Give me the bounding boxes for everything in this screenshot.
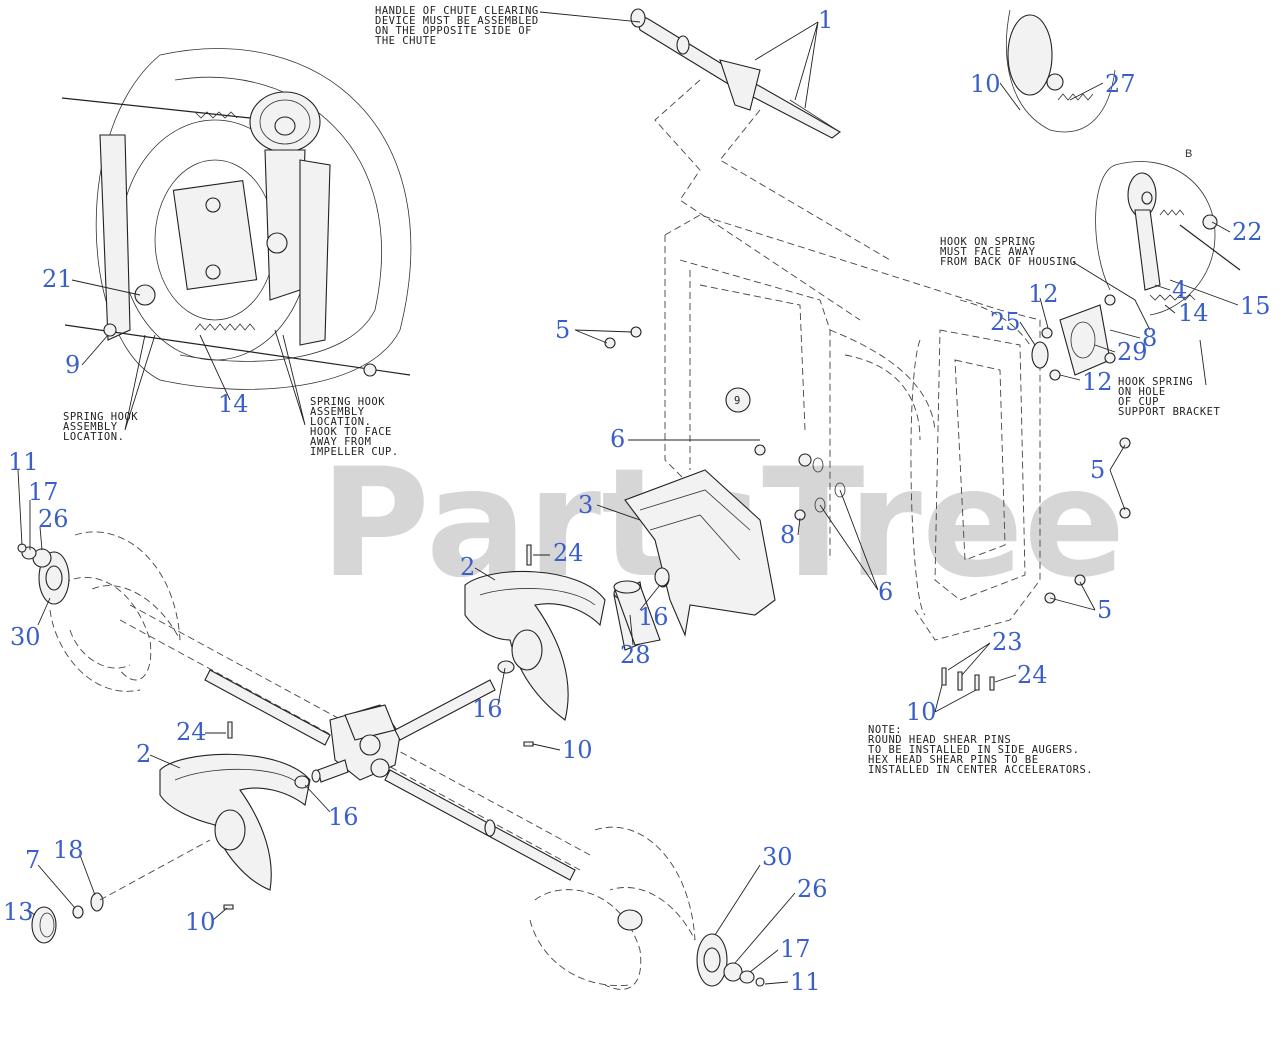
callout-2: 2 <box>136 740 151 768</box>
svg-text:NOTE:: NOTE: <box>868 724 902 736</box>
callout-12: 12 <box>1028 280 1059 308</box>
note-chute-handle: HANDLE OF CHUTE CLEARING DEVICE MUST BE … <box>375 5 539 47</box>
callout-6: 6 <box>610 425 625 453</box>
callout-28: 28 <box>620 641 651 669</box>
washer-drawing <box>654 567 670 587</box>
bearing-assembly-drawing <box>1031 294 1116 381</box>
callout-29: 29 <box>1117 338 1148 366</box>
callout-25: 25 <box>990 308 1021 336</box>
svg-text:HEX HEAD SHEAR PINS TO BE: HEX HEAD SHEAR PINS TO BE <box>868 754 1039 766</box>
callout-8: 8 <box>780 521 795 549</box>
callout-7: 7 <box>25 846 40 874</box>
svg-text:ROUND HEAD SHEAR PINS: ROUND HEAD SHEAR PINS <box>868 734 1011 746</box>
callout-30: 30 <box>10 623 41 651</box>
callout-13: 13 <box>3 898 34 926</box>
pulley-detail-drawing <box>61 48 412 390</box>
callout-30: 30 <box>762 843 793 871</box>
callout-numbers: 1 10 27 22 4 15 14 12 25 8 29 12 5 21 9 … <box>3 6 1271 996</box>
end-cap-stack <box>31 839 211 944</box>
svg-text:HANDLE OF CHUTE CLEARING: HANDLE OF CHUTE CLEARING <box>375 5 539 17</box>
svg-text:TO BE INSTALLED IN SIDE AUGERS: TO BE INSTALLED IN SIDE AUGERS. <box>868 744 1079 756</box>
callout-24: 24 <box>176 718 207 746</box>
spacer-tube <box>613 580 661 646</box>
left-flange-stack <box>17 543 70 605</box>
center-accelerator-upper <box>464 571 606 721</box>
svg-text:FROM BACK OF HOUSING: FROM BACK OF HOUSING <box>940 256 1076 268</box>
callout-10: 10 <box>970 70 1001 98</box>
callout-16: 16 <box>638 603 669 631</box>
detail-b-label: B <box>1185 148 1192 160</box>
leader-lines <box>17 11 1239 985</box>
callout-23: 23 <box>992 628 1023 656</box>
callout-16: 16 <box>472 695 503 723</box>
callout-11: 11 <box>790 968 821 996</box>
callout-6: 6 <box>878 578 893 606</box>
svg-text:HOOK TO FACE: HOOK TO FACE <box>310 426 392 438</box>
callout-22: 22 <box>1232 218 1263 246</box>
note-hook-spring-cup: HOOK SPRING ON HOLE OF CUP SUPPORT BRACK… <box>1118 376 1221 418</box>
svg-text:THE CHUTE: THE CHUTE <box>375 35 436 47</box>
callout-24: 24 <box>553 539 584 567</box>
svg-text:9: 9 <box>734 395 741 407</box>
callout-3: 3 <box>578 491 593 519</box>
callout-10: 10 <box>185 908 216 936</box>
chute-outline <box>654 79 861 321</box>
svg-text:ASSEMBLY: ASSEMBLY <box>63 421 118 433</box>
callout-14: 14 <box>1178 299 1209 327</box>
svg-text:LOCATION.: LOCATION. <box>310 416 371 428</box>
callout-2: 2 <box>460 553 475 581</box>
svg-text:ASSEMBLY: ASSEMBLY <box>310 406 365 418</box>
svg-text:ON THE OPPOSITE SIDE OF: ON THE OPPOSITE SIDE OF <box>375 25 532 37</box>
center-accelerator-lower <box>159 753 311 891</box>
callout-8: 8 <box>1142 324 1157 352</box>
callout-24: 24 <box>1017 661 1048 689</box>
shear-pins-drawing <box>223 544 995 910</box>
callout-15: 15 <box>1240 292 1271 320</box>
svg-text:SUPPORT BRACKET: SUPPORT BRACKET <box>1118 406 1221 418</box>
callout-11: 11 <box>8 448 39 476</box>
svg-text:LOCATION.: LOCATION. <box>63 431 124 443</box>
svg-text:SPRING HOOK: SPRING HOOK <box>310 396 385 408</box>
callout-1: 1 <box>818 6 833 34</box>
note-hook-on-spring: HOOK ON SPRING MUST FACE AWAY FROM BACK … <box>940 236 1076 268</box>
callout-5: 5 <box>1097 596 1112 624</box>
callout-10: 10 <box>906 698 937 726</box>
detail-b-drawing: B <box>1005 9 1241 316</box>
svg-text:IMPELLER CUP.: IMPELLER CUP. <box>310 446 399 458</box>
note-shear-pins: NOTE: ROUND HEAD SHEAR PINS TO BE INSTAL… <box>868 724 1093 776</box>
callout-21: 21 <box>42 265 73 293</box>
svg-text:DEVICE MUST BE ASSEMBLED: DEVICE MUST BE ASSEMBLED <box>375 15 539 27</box>
svg-text:INSTALLED IN CENTER ACCELERATO: INSTALLED IN CENTER ACCELERATORS. <box>868 764 1093 776</box>
callout-18: 18 <box>53 836 84 864</box>
svg-text:HOOK ON SPRING: HOOK ON SPRING <box>940 236 1036 248</box>
auger-shaft-drawing <box>119 604 591 881</box>
callout-17: 17 <box>780 935 811 963</box>
svg-text:MUST FACE AWAY: MUST FACE AWAY <box>940 246 1036 258</box>
chute-clearing-tool-drawing <box>630 8 842 139</box>
svg-text:SPRING HOOK: SPRING HOOK <box>63 411 138 423</box>
auger-housing-drawing: 9 <box>664 214 1041 641</box>
callout-5: 5 <box>1090 456 1105 484</box>
callout-5: 5 <box>555 316 570 344</box>
callout-26: 26 <box>797 875 828 903</box>
side-auger-left <box>49 531 181 692</box>
callout-10: 10 <box>562 736 593 764</box>
callout-16: 16 <box>328 803 359 831</box>
callout-26: 26 <box>38 505 69 533</box>
note-spring-hook-right: SPRING HOOK ASSEMBLY LOCATION. HOOK TO F… <box>310 396 399 458</box>
svg-text:AWAY FROM: AWAY FROM <box>310 436 371 448</box>
callout-27: 27 <box>1105 70 1136 98</box>
right-flange-stack <box>696 933 765 987</box>
svg-text:OF CUP: OF CUP <box>1118 396 1159 408</box>
callout-4: 4 <box>1172 276 1187 304</box>
note-spring-hook-left: SPRING HOOK ASSEMBLY LOCATION. <box>63 411 138 443</box>
callout-17: 17 <box>28 478 59 506</box>
callout-14: 14 <box>218 390 249 418</box>
side-auger-right <box>529 826 696 990</box>
callout-9: 9 <box>65 351 80 379</box>
callout-12: 12 <box>1082 368 1113 396</box>
svg-text:HOOK SPRING: HOOK SPRING <box>1118 376 1193 388</box>
svg-text:ON HOLE: ON HOLE <box>1118 386 1166 398</box>
